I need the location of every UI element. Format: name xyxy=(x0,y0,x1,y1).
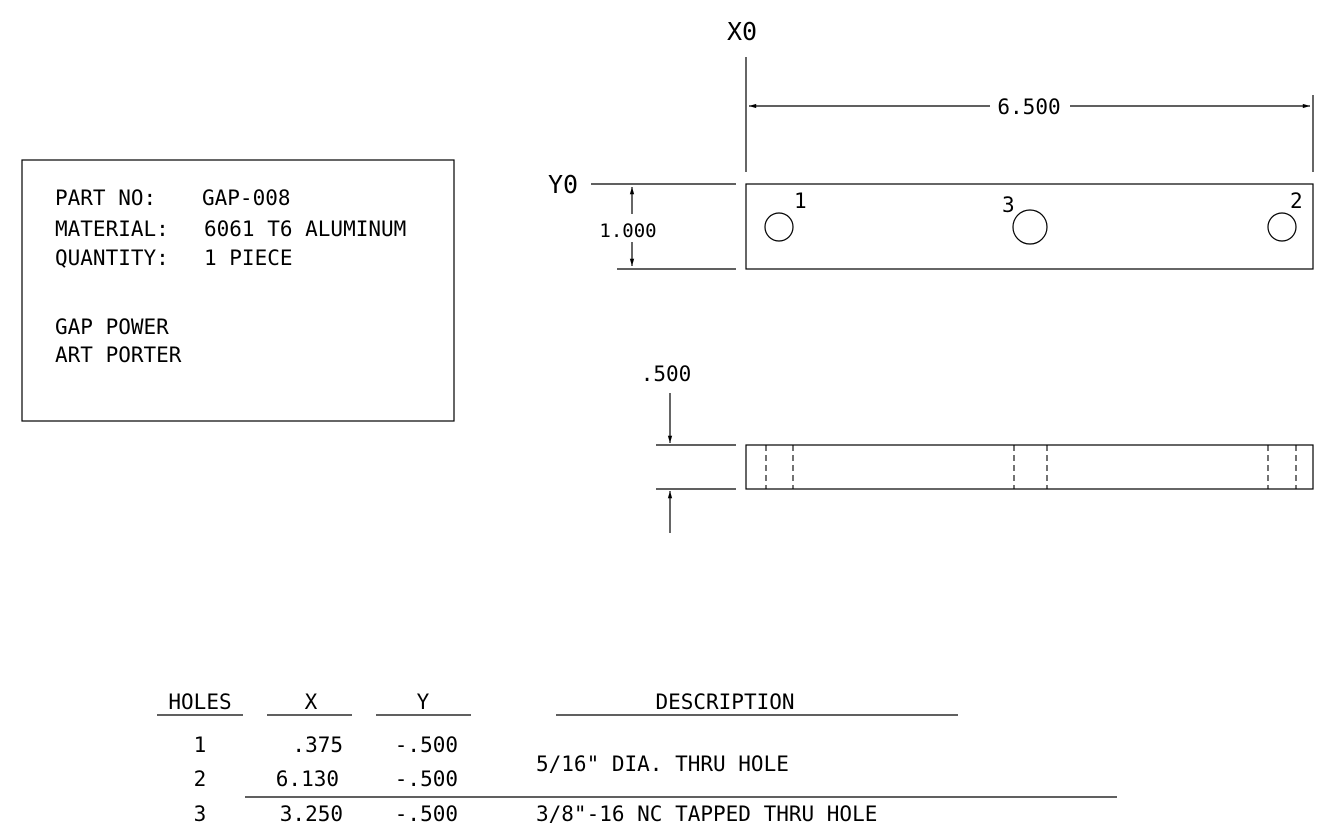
quantity-label: QUANTITY: xyxy=(55,246,169,270)
hole-2-circle xyxy=(1267,212,1297,242)
hole-1-label: 1 xyxy=(794,189,807,213)
company-name: GAP POWER xyxy=(55,315,169,339)
row-1-y: -.500 xyxy=(395,733,458,757)
hole-3-label: 3 xyxy=(1002,193,1015,217)
row-2-y: -.500 xyxy=(395,767,458,791)
hole-2-label: 2 xyxy=(1290,189,1303,213)
height-dimension: 1.000 xyxy=(591,183,736,270)
hole-table: HOLES X Y DESCRIPTION 1 .375 -.500 2 6.1… xyxy=(157,690,1117,826)
part-no-value: GAP-008 xyxy=(202,186,291,210)
part-no-label: PART NO: xyxy=(55,186,156,210)
title-block: PART NO: GAP-008 MATERIAL: 6061 T6 ALUMI… xyxy=(21,159,455,422)
top-view: 1 3 2 xyxy=(745,183,1314,270)
row-3-y: -.500 xyxy=(395,802,458,826)
header-description: DESCRIPTION xyxy=(655,690,794,714)
row-1-x: .375 xyxy=(292,733,343,757)
title-block-border xyxy=(21,159,455,422)
length-dim-text: 6.500 xyxy=(997,95,1060,119)
header-holes: HOLES xyxy=(168,690,231,714)
material-label: MATERIAL: xyxy=(55,217,169,241)
thickness-dim-text: .500 xyxy=(641,362,692,386)
hidden-hole-lines xyxy=(765,445,1297,489)
header-x: X xyxy=(305,690,318,714)
top-view-outline xyxy=(745,183,1314,270)
side-view-outline xyxy=(745,444,1314,490)
hole-3-circle xyxy=(1012,209,1048,245)
height-dim-text: 1.000 xyxy=(599,220,656,242)
x-origin-label: X0 xyxy=(727,17,757,46)
y-origin-label: Y0 xyxy=(548,170,578,199)
description-hole-3: 3/8"-16 NC TAPPED THRU HOLE xyxy=(536,802,877,826)
description-holes-1-2: 5/16" DIA. THRU HOLE xyxy=(536,752,789,776)
person-name: ART PORTER xyxy=(55,343,182,367)
thickness-dimension: .500 xyxy=(641,362,736,533)
side-view xyxy=(745,444,1314,490)
row-2-hole: 2 xyxy=(194,767,207,791)
header-y: Y xyxy=(417,690,430,714)
row-1-hole: 1 xyxy=(194,733,207,757)
length-dimension: 6.500 xyxy=(745,57,1314,172)
row-3-hole: 3 xyxy=(194,802,207,826)
row-2-x: 6.130 xyxy=(276,767,339,791)
quantity-value: 1 PIECE xyxy=(204,246,293,270)
material-value: 6061 T6 ALUMINUM xyxy=(204,217,406,241)
hole-1-circle xyxy=(764,212,794,242)
row-3-x: 3.250 xyxy=(280,802,343,826)
